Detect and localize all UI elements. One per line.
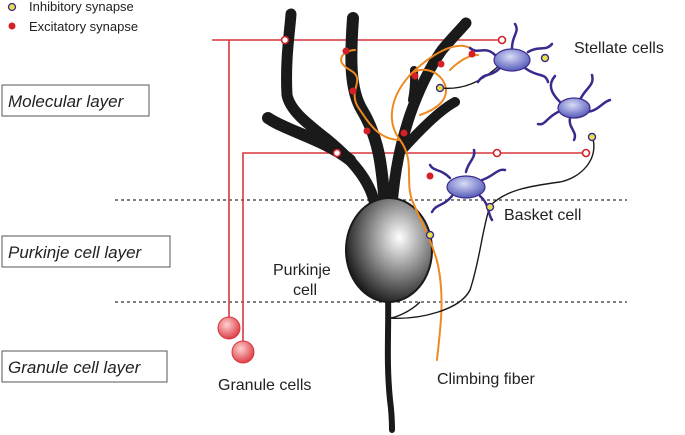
layer-purkinje: Purkinje cell layer [1,235,171,268]
purkinje-soma [345,197,433,303]
stellate-1-process-c [526,42,554,54]
purkinje-dendrite-left [281,8,381,211]
basket-axon [388,205,491,319]
layer-molecular-box [1,84,150,117]
excitatory-synapse [426,172,434,180]
excitatory-synapse [468,50,476,58]
granule-cell-2 [231,340,255,364]
granule-cells-label: Granule cells [218,377,311,394]
purkinje-cell [262,8,472,433]
basket-process-a [428,163,452,180]
parallel-fiber-synapse [332,148,342,158]
purkinje-cell-label-line1: Purkinje [273,262,331,279]
stellate-2-process-a [549,74,562,104]
basket-process-c [480,168,507,182]
parallel-fiber-synapse [581,148,591,158]
parallel-fiber-synapse [497,35,507,45]
climbing-fiber-branch-right [449,54,479,71]
purkinje-axon [384,292,395,433]
layer-molecular: Molecular layer [1,84,150,117]
legend-inhibitory-label: Inhibitory synapse [29,0,134,14]
layer-molecular-label: Molecular layer [8,92,125,111]
parallel-fiber-synapses [280,35,591,158]
stellate-2-soma [557,97,591,119]
inhibitory-synapse [485,202,495,212]
purkinje-dendrite-left-side [262,112,356,166]
basket-process-b [464,148,476,174]
climbing-fiber [340,44,479,361]
climbing-fiber-label: Climbing fiber [437,371,535,388]
stellate-1-process-b [510,22,518,50]
parallel-fiber-synapse [280,35,290,45]
layer-purkinje-label: Purkinje cell layer [8,243,143,262]
inhibitory-synapse [587,132,597,142]
excitatory-synapse [400,129,408,137]
legend-excitatory-label: Excitatory synapse [29,19,138,34]
climbing-fiber-branch-tail [409,68,447,116]
stellate-cells-label: Stellate cells [574,40,664,57]
stellate-1-process-a [468,46,497,57]
inhibitory-synapse-legend-icon [7,2,17,12]
layer-granule-box [1,350,168,383]
excitatory-synapse [342,47,350,55]
inhibitory-synapse [425,230,435,240]
excitatory-synapse-legend-icon [8,22,16,30]
layer-purkinje-box [1,235,171,268]
stellate-lower-axon [489,134,595,207]
stellate-1-process-e [476,66,502,84]
inhibitory-synapses [425,53,597,240]
excitatory-synapse [363,127,371,135]
purkinje-dendrite-right-lower [397,97,460,155]
stellate-1-process-d [523,66,550,84]
layer-granule: Granule cell layer [1,350,168,383]
excitatory-synapse [411,72,419,80]
basket-soma [446,175,486,199]
stellate-2-process-b [578,73,594,102]
stellate-1-soma [493,48,531,72]
granule-cell-1 [217,316,241,340]
stellate-2-process-e [536,110,560,126]
inhibitory-synapse [435,83,445,93]
purkinje-dendrite-right [386,17,472,211]
basket-process-e [430,194,454,214]
layer-granule-label: Granule cell layer [8,358,142,377]
climbing-fiber-branch-left [340,49,401,141]
inhibitory-synapse [540,53,550,63]
purkinje-cell-label-line2: cell [293,282,317,299]
stellate-2-process-d [568,116,577,142]
basket-cell [428,148,507,222]
stellate-cell-1 [468,22,554,84]
excitatory-synapse [349,87,357,95]
purkinje-dendrite-center [345,12,391,211]
parallel-fiber-synapse [492,148,502,158]
excitatory-synapses [342,47,476,180]
legend: Inhibitory synapse Excitatory synapse [7,0,138,34]
stellate-cell-2 [536,73,612,142]
excitatory-synapse [437,60,445,68]
basket-cell-label: Basket cell [504,207,581,224]
